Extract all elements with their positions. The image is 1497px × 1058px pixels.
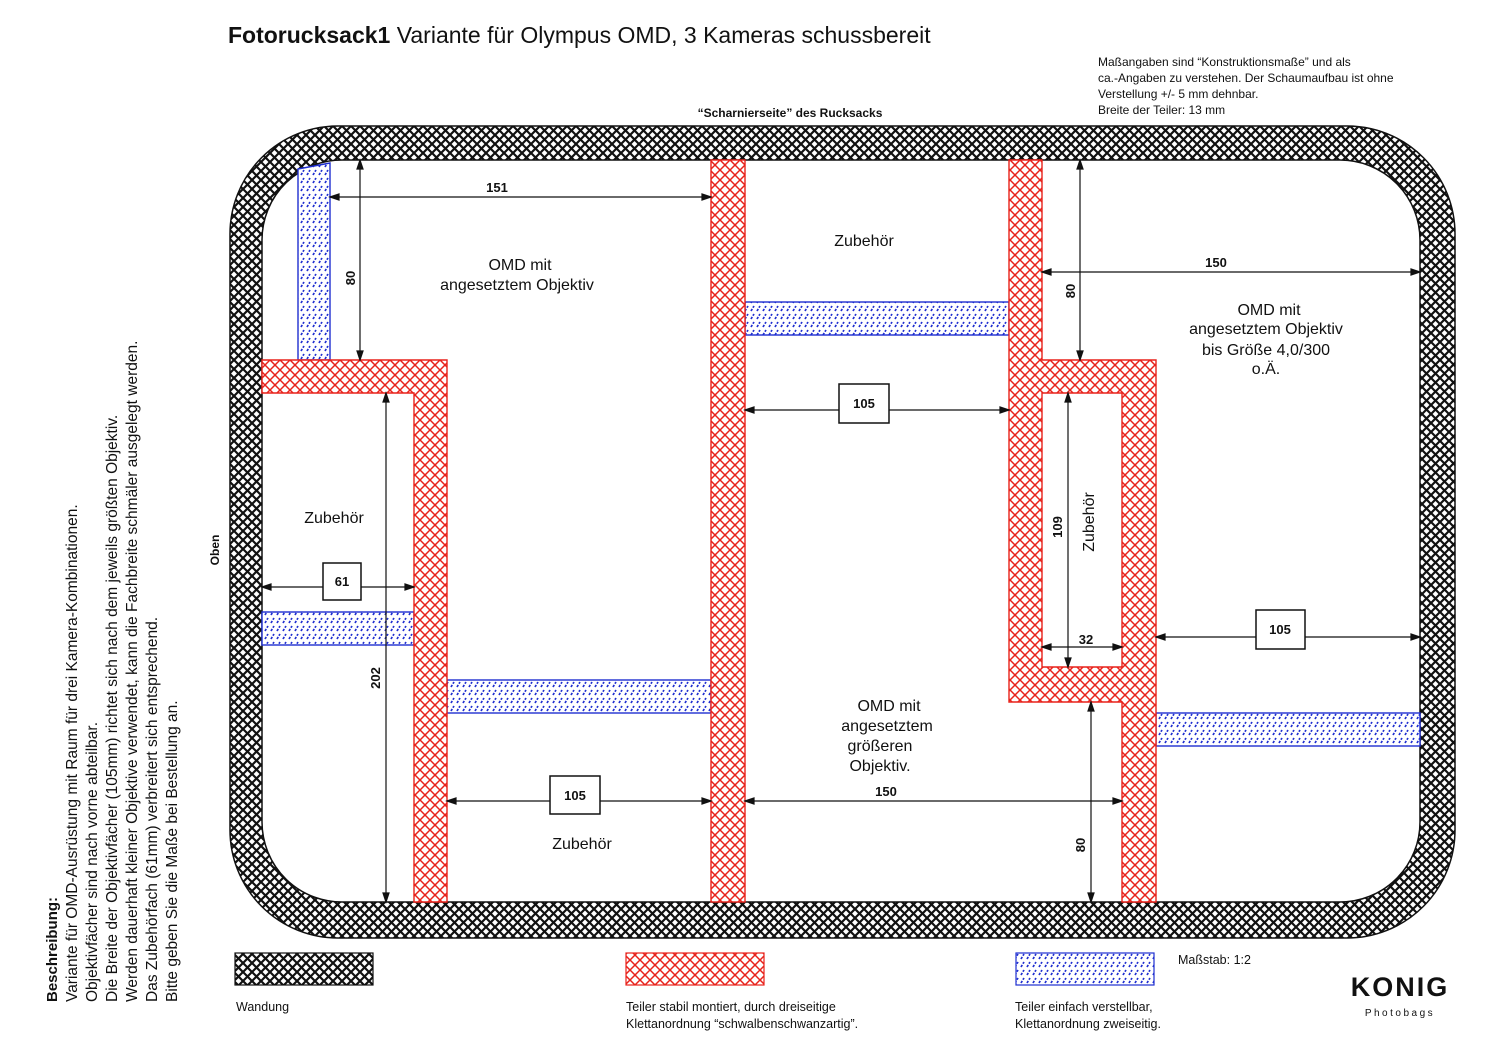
dim-150-bottom: 150: [875, 784, 897, 799]
dim-80-right: 80: [1063, 284, 1078, 298]
legend-swatch-adjustable: [1015, 952, 1155, 986]
description-block: Beschreibung: Variante für OMD-Ausrüstun…: [44, 341, 181, 1002]
fixed-divider-center: [710, 159, 746, 903]
dim-150-top: 150: [1205, 255, 1227, 270]
dim-105-bottom: 105: [564, 788, 586, 803]
dimension-boxes: [322, 383, 1306, 815]
title-rest: Variante für Olympus OMD, 3 Kameras schu…: [390, 22, 931, 48]
legend-label-adjustable-line-2: Klettanordnung zweiseitig.: [1015, 1017, 1161, 1031]
omd-right-line-4: o.Ä.: [1252, 360, 1280, 378]
omd-right-line-2: angesetztem Objektiv: [1189, 321, 1343, 338]
fixed-dividers: [261, 159, 1157, 903]
konig-logo: KONIG Photobags: [1351, 972, 1450, 1019]
omd-center-line-1: OMD mit: [857, 698, 921, 715]
zubehoer-top-center: Zubehör: [834, 233, 894, 250]
adjustable-divider-top-left: [297, 162, 331, 361]
description-line-4: Werden dauerhaft kleiner Objektive verwe…: [124, 341, 141, 1002]
description-line-2: Objektivfächer sind nach vorne abteilbar…: [84, 722, 101, 1002]
omd-right-line-3: bis Größe 4,0/300: [1202, 342, 1330, 359]
omd-center-line-4: Objektiv.: [849, 758, 910, 775]
omd-left-line-2: angesetztem Objektiv: [440, 277, 594, 294]
omd-center-line-2: angesetztem: [841, 718, 933, 735]
dim-32: 32: [1079, 632, 1093, 647]
dim-109: 109: [1050, 516, 1065, 538]
compartment-labels: OMD mit angesetztem Objektiv Zubehör OMD…: [304, 233, 1343, 853]
description-line-3: Die Breite der Objektivfächer (105mm) ri…: [104, 415, 121, 1002]
adjustable-divider-top-center: [744, 301, 1010, 336]
logo-name: KONIG: [1351, 972, 1450, 1002]
dim-80-bottom: 80: [1073, 838, 1088, 852]
note-line-1: Maßangaben sind “Konstruktionsmaße” und …: [1098, 55, 1351, 69]
dim-151: 151: [486, 180, 508, 195]
legend-swatch-fixed: [625, 952, 765, 986]
dim-202: 202: [368, 667, 383, 689]
zubehoer-bottom: Zubehör: [552, 836, 612, 853]
note-line-3: Verstellung +/- 5 mm dehnbar.: [1098, 87, 1258, 101]
hinge-side-label: “Scharnierseite” des Rucksacks: [698, 106, 883, 120]
legend-label-fixed-line-2: Klettanordnung “schwalbenschwanzartig”.: [626, 1017, 858, 1031]
note-line-4: Breite der Teiler: 13 mm: [1098, 103, 1225, 117]
dim-105-right: 105: [1269, 622, 1291, 637]
dimension-values: 151 80 150 80 105 109 61 202 32 105 105 …: [335, 180, 1291, 852]
omd-center-line-3: größeren: [848, 738, 913, 755]
legend-label-fixed-line-1: Teiler stabil montiert, durch dreiseitig…: [626, 1000, 836, 1014]
dim-61: 61: [335, 574, 349, 589]
adjustable-divider-center-left: [446, 679, 712, 714]
title-bold: Fotorucksack1: [228, 22, 391, 48]
adjustable-divider-left: [261, 611, 415, 646]
legend: Wandung Teiler stabil montiert, durch dr…: [234, 952, 1251, 1031]
zubehoer-left: Zubehör: [304, 510, 364, 527]
note-line-2: ca.-Angaben zu verstehen. Der Schaumaufb…: [1098, 71, 1394, 85]
description-line-6: Bitte geben Sie die Maße bei Bestellung …: [164, 700, 181, 1002]
legend-swatch-wall: [234, 952, 374, 986]
fixed-divider-right: [1008, 159, 1157, 903]
dim-80-left: 80: [343, 271, 358, 285]
dim-105-center: 105: [853, 396, 875, 411]
construction-note: Maßangaben sind “Konstruktionsmaße” und …: [1098, 55, 1394, 117]
description-line-5: Das Zubehörfach (61mm) verbreitert sich …: [144, 617, 161, 1002]
page-title: Fotorucksack1 Variante für Olympus OMD, …: [228, 22, 931, 48]
description-line-1: Variante für OMD-Ausrüstung mit Raum für…: [64, 504, 81, 1002]
legend-label-wall: Wandung: [236, 1000, 289, 1014]
description-heading: Beschreibung:: [44, 897, 61, 1002]
legend-label-adjustable-line-1: Teiler einfach verstellbar,: [1015, 1000, 1153, 1014]
fixed-divider-left: [261, 359, 448, 903]
logo-sub: Photobags: [1365, 1008, 1435, 1019]
adjustable-divider-right: [1155, 712, 1421, 747]
zubehoer-right-vertical: Zubehör: [1081, 492, 1098, 552]
top-side-label: Oben: [208, 535, 222, 566]
omd-right-line-1: OMD mit: [1237, 302, 1301, 319]
backpack-wall: [229, 125, 1456, 939]
scale-label: Maßstab: 1:2: [1178, 953, 1251, 967]
omd-left-line-1: OMD mit: [488, 257, 552, 274]
